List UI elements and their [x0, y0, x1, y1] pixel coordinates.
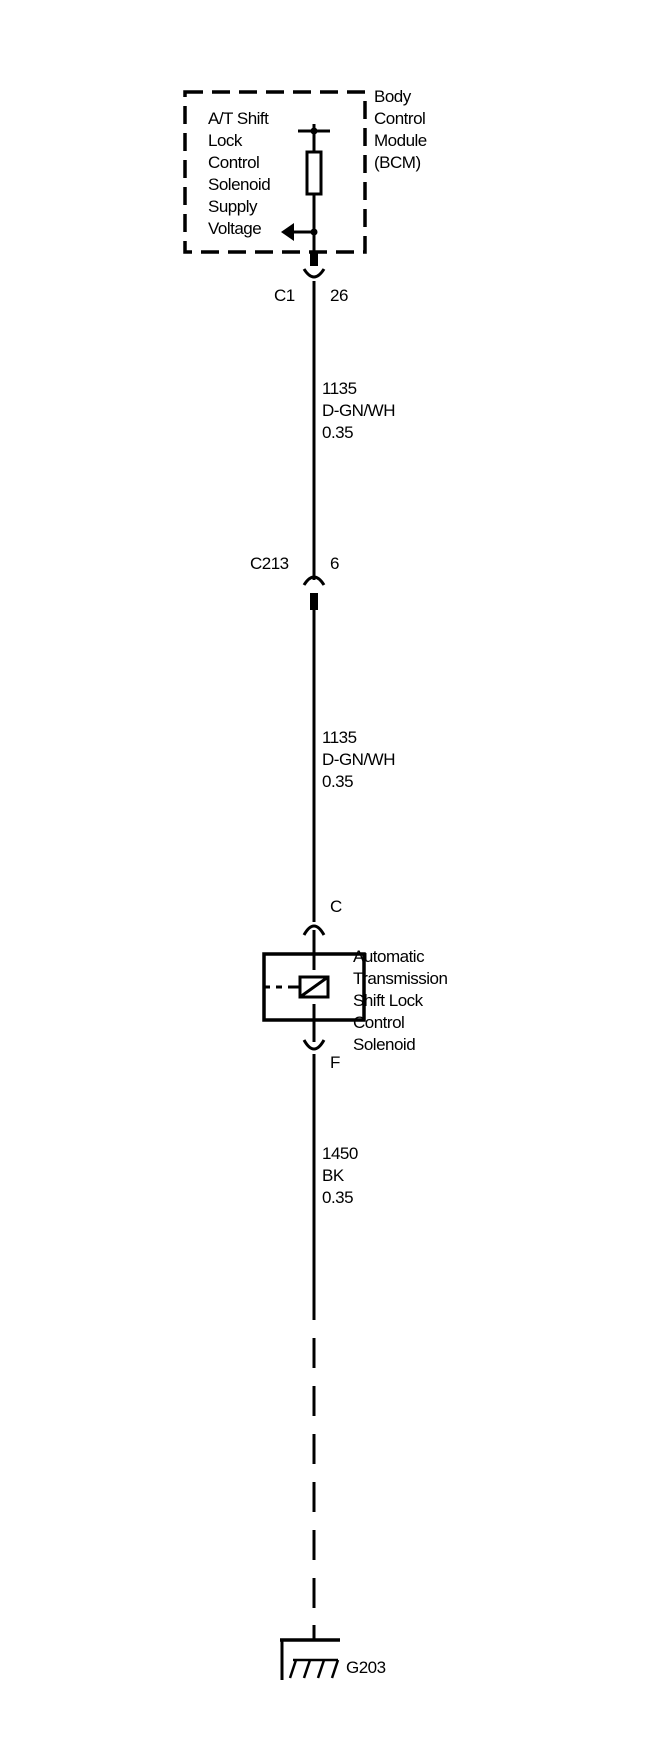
wire-circuit-number: 1135 [322, 728, 357, 747]
solenoid-pin-c-connector [302, 924, 326, 936]
supply-voltage-arrow-icon [281, 223, 314, 241]
bcm-module-box [183, 90, 367, 254]
bcm-module-line: Module [374, 131, 427, 150]
solenoid-name-line: Transmission [353, 969, 448, 988]
bcm-module-line: (BCM) [374, 153, 421, 172]
bcm-module-line: Control [374, 109, 426, 128]
bcm-module-line: Body [374, 87, 411, 106]
bcm-function-line: Supply [208, 197, 257, 216]
c213-connector-label: C213 [250, 554, 289, 573]
bcm-function-line: A/T Shift [208, 109, 269, 128]
wire-color: D-GN/WH [322, 750, 395, 769]
solenoid-name-line: Solenoid [353, 1035, 416, 1054]
wire-circuit-number: 1135 [322, 379, 357, 398]
solenoid-name-line: Automatic [353, 947, 425, 966]
bcm-function-line: Solenoid [208, 175, 271, 194]
wire-size: 0.35 [322, 423, 354, 442]
bcm-function-line: Voltage [208, 219, 262, 238]
solenoid-component-symbol [262, 952, 366, 1022]
solenoid-name-line: Shift Lock [353, 991, 423, 1010]
bcm-function-line: Lock [208, 131, 242, 150]
solenoid-pin-c-label: C [330, 897, 342, 916]
solenoid-name-label: Automatic Transmission Shift Lock Contro… [353, 946, 448, 1056]
solenoid-name-line: Control [353, 1013, 405, 1032]
bcm-function-label: A/T Shift Lock Control Solenoid Supply V… [208, 108, 271, 240]
c1-pin-label: 26 [330, 286, 348, 305]
c213-connector-symbol [302, 575, 326, 610]
solenoid-pin-f-connector [302, 1039, 326, 1051]
wire-size: 0.35 [322, 1188, 354, 1207]
wire-color: D-GN/WH [322, 401, 395, 420]
wire-1135-lower-label: 1135 D-GN/WH 0.35 [322, 727, 395, 793]
c1-connector-symbol [302, 252, 326, 279]
wire-circuit-number: 1450 [322, 1144, 358, 1163]
ground-g203-label: G203 [346, 1658, 386, 1677]
wire-size: 0.35 [322, 772, 354, 791]
ground-icon [280, 1625, 340, 1680]
wire-1450-label: 1450 BK 0.35 [322, 1143, 358, 1209]
c1-connector-label: C1 [274, 286, 295, 305]
bcm-module-name-label: Body Control Module (BCM) [374, 86, 427, 174]
bcm-resistor-symbol [298, 124, 330, 263]
wire-1135-upper-label: 1135 D-GN/WH 0.35 [322, 378, 395, 444]
wire-color: BK [322, 1166, 344, 1185]
c213-pin-label: 6 [330, 554, 339, 573]
bcm-function-line: Control [208, 153, 260, 172]
solenoid-pin-f-label: F [330, 1053, 340, 1072]
